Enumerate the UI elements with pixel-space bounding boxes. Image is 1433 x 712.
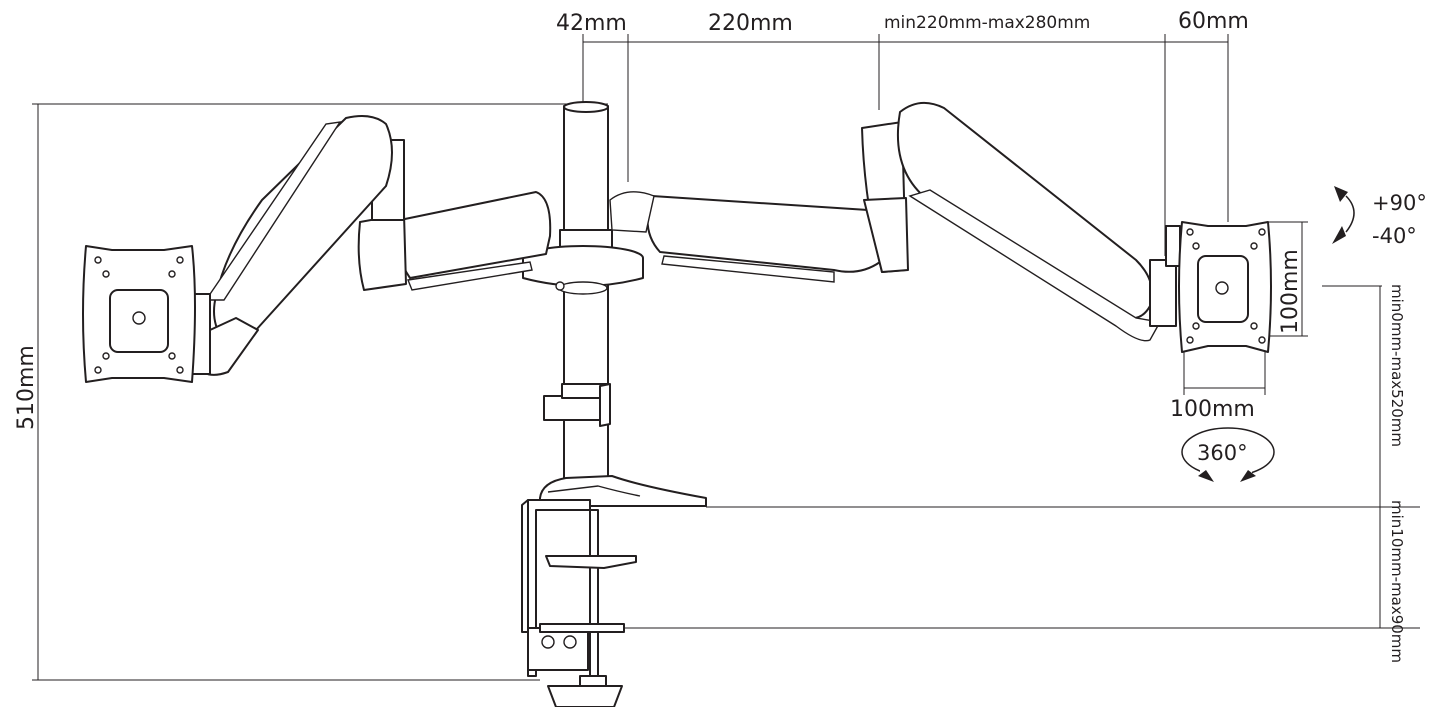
label-arm-extension: min220mm-max280mm [884, 13, 1090, 33]
right-vesa-plate [1178, 221, 1272, 353]
rotation-arrow-icon [1181, 427, 1275, 482]
dimension-labels: 42mm 220mm min220mm-max280mm 60mm 510mm … [14, 9, 1427, 663]
label-pole-width: 42mm [556, 11, 627, 36]
label-rotation: 360° [1197, 441, 1248, 465]
right-arm [609, 101, 1181, 342]
label-tilt-up: +90° [1372, 191, 1427, 215]
label-arm-segment: 220mm [708, 11, 793, 36]
left-arm [183, 115, 552, 376]
pivot-hub [522, 245, 644, 295]
tilt-arrow-icon [1332, 186, 1355, 244]
label-head-offset: 60mm [1178, 9, 1249, 34]
desk-clamp [521, 475, 707, 708]
label-height-adjust: min0mm-max520mm [1388, 284, 1406, 447]
label-vesa-height: 100mm [1278, 249, 1303, 334]
left-vesa-plate [82, 245, 196, 383]
label-tilt-down: -40° [1372, 224, 1417, 248]
label-clamp-range: min10mm-max90mm [1388, 500, 1406, 663]
dimension-lines [32, 34, 1420, 681]
label-vesa-width: 100mm [1170, 397, 1255, 422]
label-total-height: 510mm [14, 345, 39, 430]
